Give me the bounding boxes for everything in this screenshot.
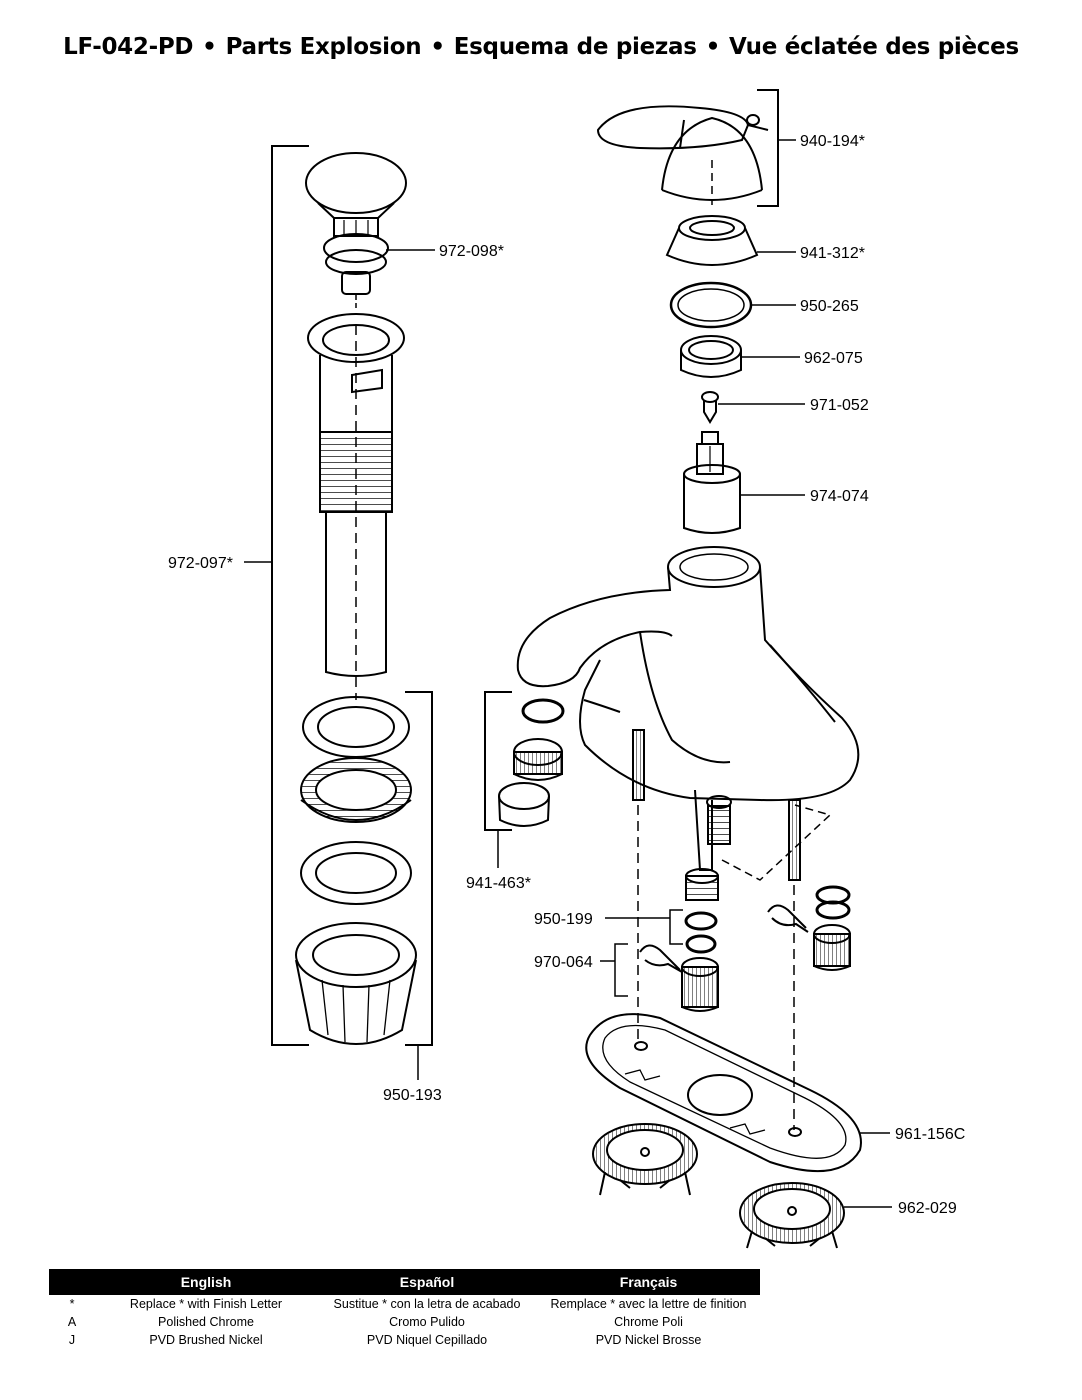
cartridge-974-074 — [683, 431, 741, 534]
label-974-074: 974-074 — [810, 488, 869, 505]
screw-971-052 — [701, 391, 719, 424]
label-941-463: 941-463* — [466, 875, 531, 892]
gasket-set-950-193 — [295, 696, 417, 1045]
aerator-941-463 — [498, 698, 565, 827]
label-970-064: 970-064 — [534, 954, 593, 971]
label-950-265: 950-265 — [800, 298, 859, 315]
label-941-312: 941-312* — [800, 245, 865, 262]
popup-stopper-972-098 — [305, 152, 407, 310]
page-title: LF-042-PD • Parts Explosion • Esquema de pie… — [0, 34, 1082, 60]
oring-950-199-bottom — [685, 934, 717, 954]
mounting-stud-right — [788, 799, 801, 881]
label-950-193: 950-193 — [383, 1087, 442, 1104]
legend-spanish: Cromo Pulido — [389, 1315, 465, 1329]
supply-shank — [685, 789, 732, 901]
legend-spanish: PVD Niquel Cepillado — [366, 1333, 488, 1347]
label-940-194: 940-194* — [800, 133, 865, 150]
drain-body-972-097 — [307, 313, 405, 700]
handle-940-194 — [596, 105, 769, 205]
title-separator: • — [202, 34, 217, 60]
legend-code: * — [69, 1297, 75, 1311]
legend-row: * Replace * with Finish Letter Sustitue … — [49, 1295, 760, 1313]
bracket-972-097 — [271, 145, 309, 1046]
legend-header-english: English — [180, 1274, 232, 1290]
label-972-098: 972-098* — [439, 243, 504, 260]
legend-english: Replace * with Finish Letter — [129, 1297, 283, 1311]
label-961-156c: 961-156C — [895, 1126, 965, 1143]
legend-code: A — [67, 1315, 77, 1329]
mounting-nut-962-029-right — [739, 1182, 845, 1249]
bonnet-941-312 — [665, 215, 759, 266]
mounting-stud-left — [632, 729, 645, 801]
finish-legend: English Español Français * Replace * wit… — [49, 1269, 760, 1349]
parts-explosion-diagram: 940-194* 941-312* 950-265 962-075 971-05… — [168, 89, 965, 1249]
label-972-097: 972-097* — [168, 555, 233, 572]
title-english: Parts Explosion — [225, 34, 422, 60]
legend-english: PVD Brushed Nickel — [149, 1333, 263, 1347]
nut-962-075 — [680, 335, 742, 378]
legend-header-french: Français — [619, 1274, 678, 1290]
label-971-052: 971-052 — [810, 397, 869, 414]
legend-header-spanish: Español — [399, 1274, 455, 1290]
legend-spanish: Sustitue * con la letra de acabado — [333, 1297, 521, 1311]
title-separator: • — [705, 34, 721, 60]
title-spanish: Esquema de piezas — [453, 34, 697, 60]
legend-french: Chrome Poli — [614, 1315, 683, 1329]
bracket-950-199 — [669, 909, 683, 945]
label-962-075: 962-075 — [804, 350, 863, 367]
bracket-940-194 — [757, 89, 779, 207]
legend-row: A Polished Chrome Cromo Pulido Chrome Po… — [49, 1313, 760, 1331]
model-number: LF-042-PD — [63, 34, 194, 60]
bracket-941-463 — [484, 691, 512, 831]
label-950-199: 950-199 — [534, 911, 593, 928]
escutcheon-961-156c — [585, 1013, 862, 1173]
clip-970-064 — [639, 944, 719, 1012]
oring-950-199-top — [684, 911, 718, 931]
label-962-029: 962-029 — [898, 1200, 957, 1217]
legend-row: J PVD Brushed Nickel PVD Niquel Cepillad… — [49, 1331, 760, 1349]
right-connector-set — [767, 885, 851, 971]
legend-english: Polished Chrome — [158, 1315, 254, 1329]
mounting-nut-962-029-left — [592, 1123, 698, 1196]
bracket-970-064 — [614, 943, 628, 997]
faucet-body — [516, 546, 860, 802]
legend-french: Remplace * avec la lettre de finition — [550, 1297, 747, 1311]
legend-code: J — [68, 1333, 76, 1347]
title-french: Vue éclatée des pièces — [729, 34, 1019, 60]
legend-french: PVD Nickel Brosse — [595, 1333, 702, 1347]
legend-header: English Español Français — [49, 1269, 760, 1295]
title-separator: • — [430, 34, 445, 60]
